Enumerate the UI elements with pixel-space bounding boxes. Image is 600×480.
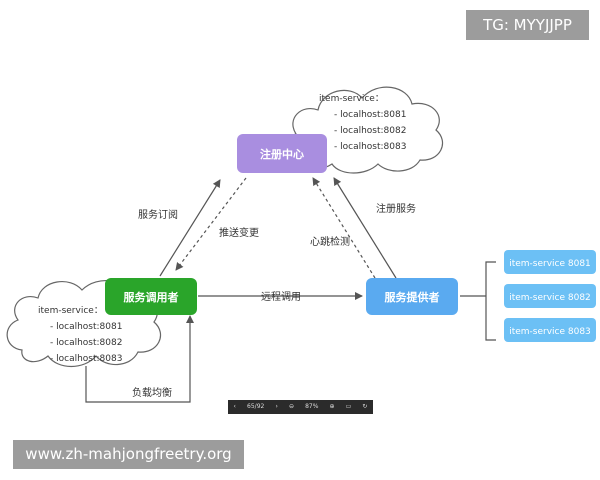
viewer-toolbar: ‹ 65/92 › ⊖ 87% ⊕ ▭ ↻ [228, 400, 373, 414]
zoom-level: 87% [305, 403, 319, 410]
registry-node[interactable] [237, 134, 327, 173]
registry-cloud-entry: - localhost:8082 [334, 126, 406, 136]
consumer-node[interactable] [105, 278, 197, 315]
consumer-cloud-entry: - localhost:8081 [50, 322, 122, 332]
instance-label-8081: item-service 8081 [509, 259, 591, 269]
prev-page-button[interactable]: ‹ [233, 403, 236, 410]
consumer-cloud-entry: - localhost:8083 [50, 354, 122, 364]
instance-box-8082[interactable] [504, 284, 596, 308]
rotate-icon[interactable]: ↻ [362, 403, 368, 410]
zoom-out-icon[interactable]: ⊖ [288, 403, 294, 410]
instance-box-8083[interactable] [504, 318, 596, 342]
instance-label-8082: item-service 8082 [509, 293, 591, 303]
load-balance-arrow [85, 315, 194, 403]
load-balance-label: 负载均衡 [132, 386, 172, 399]
instance-box-8081[interactable] [504, 250, 596, 274]
next-page-button[interactable]: › [275, 403, 278, 410]
registry-cloud-entry: - localhost:8081 [334, 110, 406, 120]
provider-node-label: 服务提供者 [385, 290, 440, 304]
instance-label-8083: item-service 8083 [509, 327, 591, 337]
consumer-cloud-entry: - localhost:8082 [50, 338, 122, 348]
subscribe-arrow [159, 179, 221, 277]
register-arrow [333, 177, 397, 279]
push-arrow [175, 177, 247, 271]
consumer-cloud-title: item-service： [38, 306, 103, 316]
heartbeat-label: 心跳检测 [310, 235, 350, 248]
fit-page-icon[interactable]: ▭ [345, 403, 352, 410]
remote-call-label: 远程调用 [261, 291, 301, 303]
zoom-in-icon[interactable]: ⊕ [329, 403, 335, 410]
registry-cloud-entry: - localhost:8083 [334, 142, 406, 152]
push-label: 推送变更 [219, 226, 259, 239]
register-label: 注册服务 [376, 202, 416, 215]
registry-node-label: 注册中心 [260, 147, 304, 161]
subscribe-label: 服务订阅 [138, 208, 178, 221]
instance-bracket [485, 261, 496, 341]
page-indicator: 65/92 [247, 403, 265, 410]
heartbeat-arrow [312, 177, 376, 279]
consumer-node-label: 服务调用者 [124, 290, 179, 304]
registry-cloud-title: item-service： [319, 94, 384, 104]
provider-node[interactable] [366, 278, 458, 315]
top-watermark: TG: MYYJJPP [466, 10, 589, 40]
bottom-watermark: www.zh-mahjongfreetry.org [13, 440, 244, 469]
